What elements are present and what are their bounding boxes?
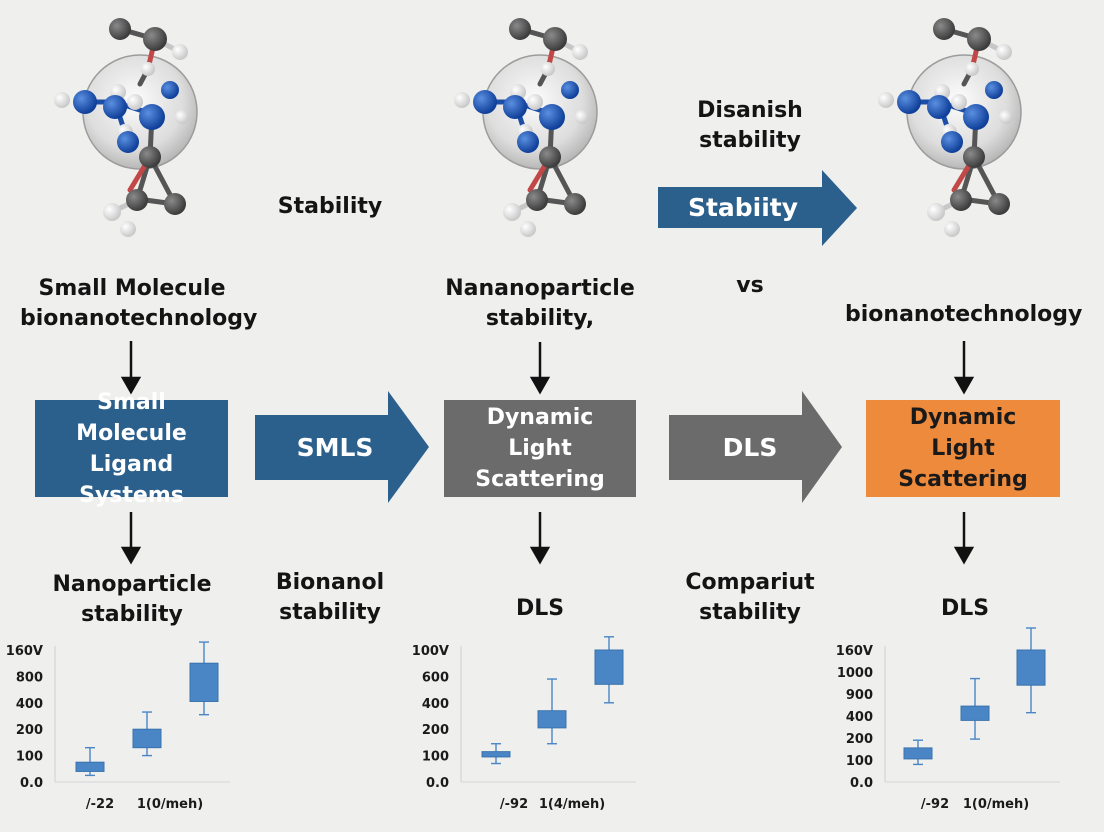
mid2-bottom-label: Compariut stability [670, 568, 830, 628]
y-tick-label: 1000 [837, 666, 873, 681]
y-tick-label: 0.0 [426, 776, 449, 791]
y-tick-label: 0.0 [850, 776, 873, 791]
y-tick-label: 200 [422, 723, 449, 738]
smls-arrow-label: SMLS [296, 433, 374, 462]
top-arrow-shape [658, 170, 857, 246]
box-body [594, 649, 624, 685]
label-disanish-stability: Disanish stability [680, 96, 820, 156]
col1-bottom-line1: Nanoparticle [52, 572, 212, 597]
col3-title: bionanotechnology [845, 302, 1083, 327]
col2-title-line2: stability, [485, 306, 595, 331]
x-tick-label: /-92 [500, 797, 528, 812]
label-disanish-line1: Disanish [697, 98, 803, 123]
col3-bottom-label: DLS [940, 596, 990, 621]
dls-orange-line1: Dynamic [909, 405, 1017, 430]
dls-gray-line1: Dynamic [486, 405, 594, 430]
y-tick-label: 160V [836, 644, 873, 659]
label-vs: vs [736, 273, 764, 298]
smls-box-line1: Small [97, 389, 166, 415]
dls-gray-line2: Light [508, 436, 572, 461]
box-body [481, 751, 511, 758]
dls-arrow-label: DLS [722, 433, 778, 462]
y-tick-label: 400 [422, 697, 449, 712]
dls-box-gray: Dynamic Light Scattering [444, 400, 636, 497]
y-tick-label: 0.0 [20, 776, 43, 791]
col1-title-line1: Small Molecule [38, 276, 226, 301]
label-disanish-line2: stability [699, 128, 801, 153]
dls-box-orange: Dynamic Light Scattering [866, 400, 1060, 497]
box-body [132, 728, 162, 749]
mid2-bottom-line2: stability [699, 600, 801, 625]
dls-orange-line3: Scattering [898, 467, 1028, 492]
x-tick-label: 1(4/meh) [539, 797, 605, 812]
box-body [189, 662, 219, 702]
col2-bottom-label: DLS [515, 596, 565, 621]
y-tick-label: 800 [16, 670, 43, 685]
y-tick-label: 600 [422, 670, 449, 685]
box-body [1016, 649, 1046, 686]
y-tick-label: 100 [16, 750, 43, 765]
dls-arrow-shape [669, 391, 842, 503]
mid2-bottom-line1: Compariut [685, 570, 815, 595]
col1-bottom-label: Nanoparticle stability [30, 570, 234, 630]
dls-gray-line3: Scattering [475, 467, 605, 492]
x-tick-label: 1(0/meh) [963, 797, 1029, 812]
col1-title: Small Molecule bionanotechnology [20, 274, 258, 334]
mid1-bottom-line2: stability [279, 600, 381, 625]
col2-title: Nananoparticle stability, [430, 274, 650, 334]
mid1-bottom-line1: Bionanol [275, 570, 385, 595]
mid1-bottom-label: Bionanol stability [260, 568, 400, 628]
y-tick-label: 100 [846, 754, 873, 769]
col1-title-line2: bionanotechnology [20, 306, 258, 331]
box-body [903, 747, 933, 760]
box-body [75, 761, 105, 772]
label-stability-mid: Stability [277, 194, 383, 219]
top-arrow-label: Stabiity [687, 193, 799, 222]
y-tick-label: 160V [6, 644, 43, 659]
y-tick-label: 900 [846, 688, 873, 703]
col1-bottom-line2: stability [81, 602, 183, 627]
x-tick-label: /-92 [921, 797, 949, 812]
y-tick-label: 400 [16, 697, 43, 712]
y-tick-label: 200 [846, 732, 873, 747]
smls-box: Small Molecule Ligand Systems [35, 390, 228, 508]
smls-box-line3: Ligand Systems [79, 451, 184, 508]
y-tick-label: 200 [16, 723, 43, 738]
x-tick-label: /-22 [86, 797, 114, 812]
smls-arrow-shape [255, 391, 429, 503]
box-body [960, 705, 990, 721]
dls-orange-line2: Light [931, 436, 995, 461]
y-tick-label: 400 [846, 710, 873, 725]
box-body [537, 710, 567, 729]
x-tick-label: 1(0/meh) [137, 797, 203, 812]
y-tick-label: 100V [412, 644, 449, 659]
y-tick-label: 100 [422, 750, 449, 765]
col2-title-line1: Nananoparticle [445, 276, 635, 301]
smls-box-line2: Molecule [76, 420, 187, 446]
